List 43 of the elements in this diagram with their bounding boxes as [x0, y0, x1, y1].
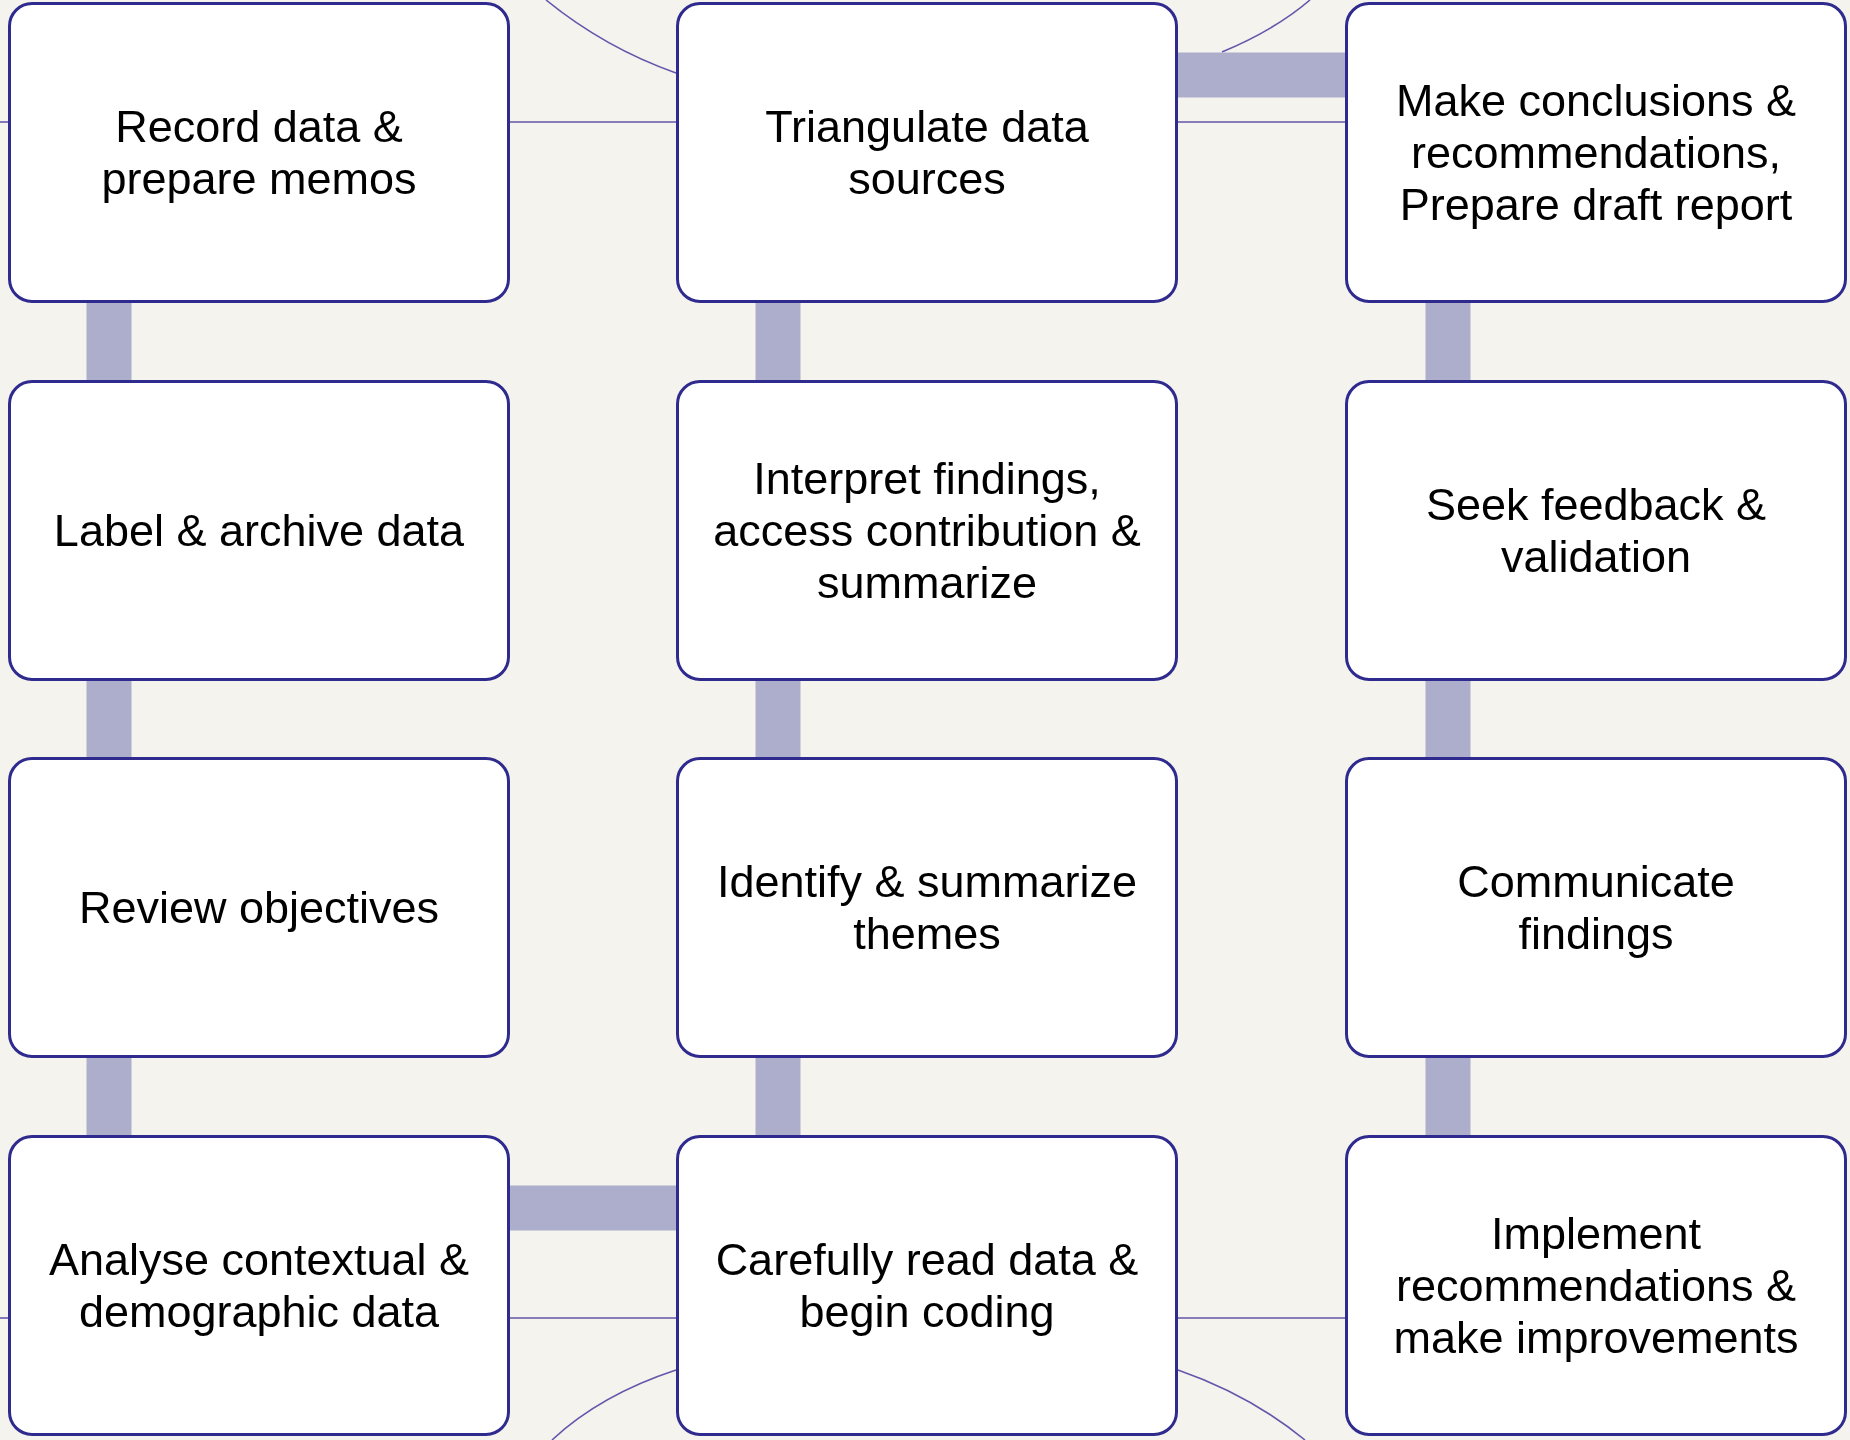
connector-bar: [86, 681, 132, 757]
connector-line: [509, 121, 677, 123]
connector-bar: [755, 681, 801, 757]
process-box: [1345, 2, 1847, 303]
process-box: [1345, 757, 1847, 1058]
connector-line: [0, 1317, 9, 1319]
step-text: Label & archive data: [53, 504, 465, 557]
process-box: [8, 1135, 510, 1436]
step-text: Make conclusions & recommendations, Prepare draft report: [1394, 74, 1798, 231]
connector-bar: [86, 1058, 132, 1135]
process-box: [8, 757, 510, 1058]
step-text: Analyse contextual & demographic data: [47, 1233, 471, 1338]
step-text: Carefully read data & begin coding: [714, 1233, 1140, 1338]
process-box: [676, 757, 1178, 1058]
connector-bar: [1425, 681, 1471, 757]
step-text: Record data & prepare memos: [100, 100, 418, 205]
connector-line: [0, 121, 9, 123]
connector-line: [1177, 1369, 1306, 1440]
step-text: Implement recommendations & make improvements: [1392, 1207, 1800, 1364]
step-text: Communicate findings: [1456, 855, 1736, 960]
connector-line: [1177, 1317, 1346, 1319]
connector-line: [545, 0, 677, 74]
step-text: Review objectives: [78, 881, 440, 934]
process-box: [676, 2, 1178, 303]
connector-line: [1177, 121, 1346, 123]
connector-line: [551, 1369, 677, 1440]
connector-bar: [1425, 303, 1471, 380]
step-text: Identify & summarize themes: [715, 855, 1139, 960]
step-text: Triangulate data sources: [764, 100, 1090, 205]
connector-bar: [755, 303, 801, 380]
connector-bar: [755, 1058, 801, 1135]
process-box: [1345, 1135, 1847, 1436]
process-box: [8, 380, 510, 681]
connector-line: [509, 1317, 677, 1319]
process-box: [8, 2, 510, 303]
step-text: Interpret findings, access contribution & summarize: [712, 452, 1142, 609]
connector-bar: [86, 303, 132, 380]
process-box: [1345, 380, 1847, 681]
step-text: Seek feedback & validation: [1424, 478, 1768, 583]
process-box: [676, 1135, 1178, 1436]
connector-bar: [1425, 1058, 1471, 1135]
process-box: [676, 380, 1178, 681]
connector-bar: [510, 1185, 676, 1231]
